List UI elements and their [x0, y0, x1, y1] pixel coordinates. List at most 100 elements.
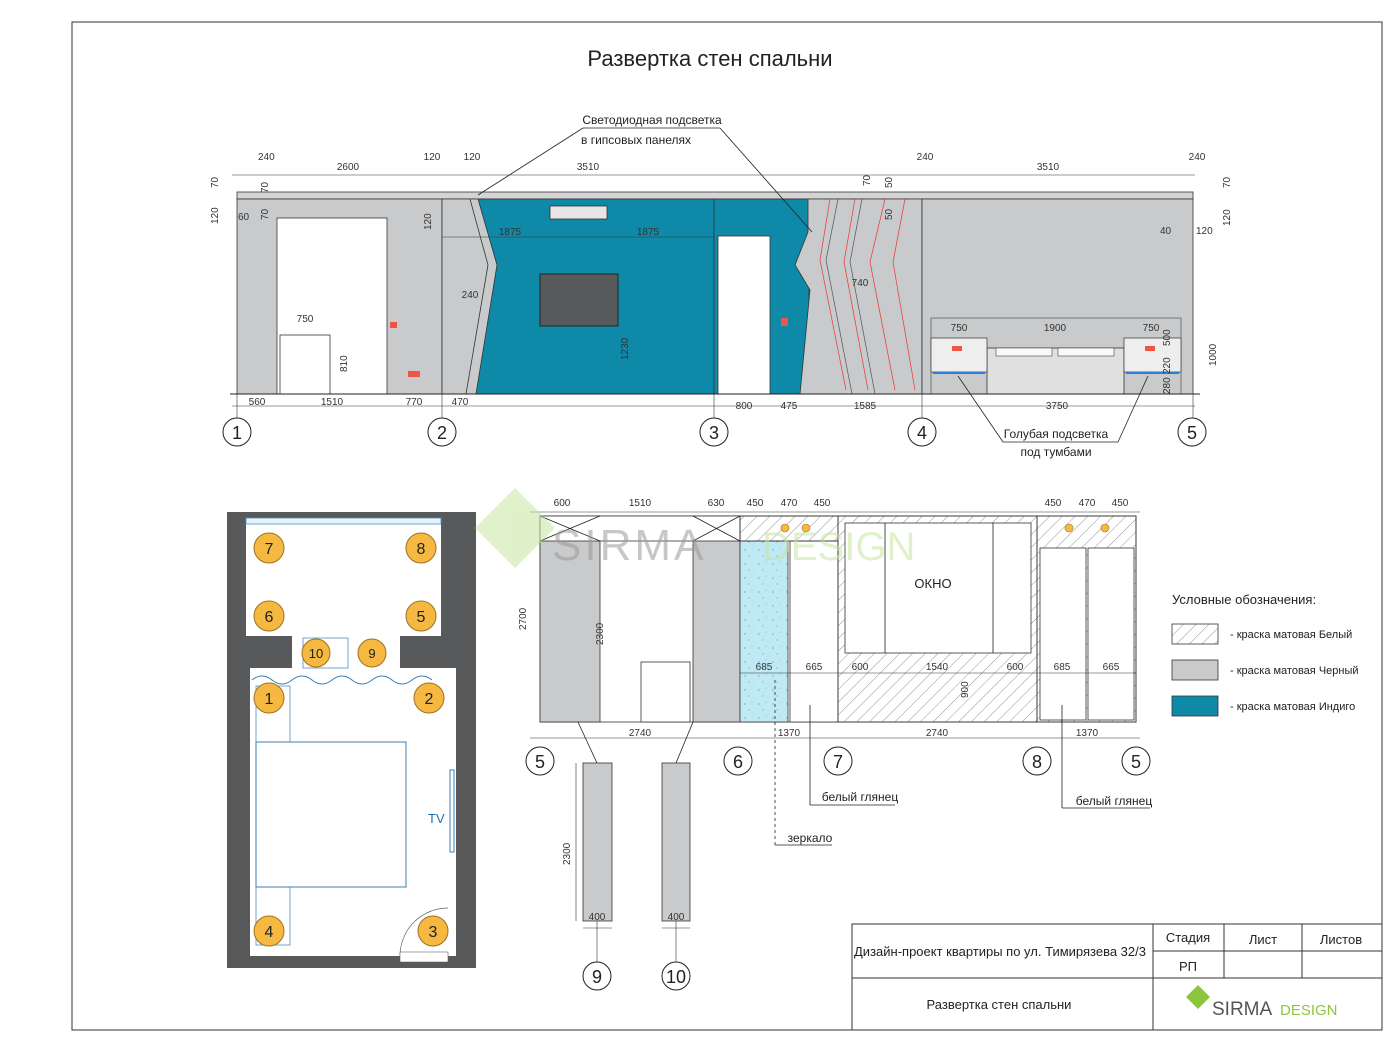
svg-text:470: 470: [452, 397, 469, 408]
svg-text:750: 750: [297, 314, 314, 325]
svg-text:1510: 1510: [629, 498, 652, 509]
socket-icon: [408, 371, 420, 377]
svg-text:9: 9: [368, 646, 375, 661]
switch-icon: [781, 318, 788, 326]
svg-text:50: 50: [884, 208, 895, 220]
svg-text:800: 800: [736, 401, 753, 412]
svg-text:8: 8: [1032, 752, 1042, 772]
svg-text:2300: 2300: [562, 842, 573, 865]
svg-text:2600: 2600: [337, 162, 360, 173]
svg-text:70: 70: [260, 181, 271, 193]
wall-segment-3-4: [794, 198, 923, 395]
svg-text:120: 120: [1222, 209, 1233, 226]
svg-text:900: 900: [960, 681, 971, 698]
svg-text:Стадия: Стадия: [1166, 930, 1210, 945]
svg-text:600: 600: [554, 498, 571, 509]
air-conditioner-icon: [549, 205, 608, 220]
svg-text:120: 120: [210, 207, 221, 224]
svg-text:2: 2: [425, 691, 434, 708]
plan-markers: 7 8 6 5 10 9 1 2 4 3: [253, 532, 449, 947]
svg-text:10: 10: [309, 646, 323, 661]
svg-text:РП: РП: [1179, 959, 1197, 974]
svg-text:ОКНО: ОКНО: [914, 576, 951, 591]
svg-text:Лист: Лист: [1249, 932, 1277, 947]
svg-text:770: 770: [406, 397, 423, 408]
svg-text:120: 120: [464, 152, 481, 163]
svg-text:зеркало: зеркало: [788, 831, 833, 845]
logo-mark: [1186, 985, 1210, 1009]
axis-markers-top: 1 2 3 4 5: [222, 394, 1207, 447]
svg-text:4: 4: [265, 924, 274, 941]
low-door: [279, 334, 331, 395]
sheet-frame: [71, 21, 1383, 1031]
socket-icon: [390, 322, 397, 328]
svg-text:2700: 2700: [518, 607, 529, 630]
svg-text:70: 70: [260, 208, 271, 220]
svg-text:220: 220: [1162, 357, 1173, 374]
svg-text:8: 8: [417, 541, 426, 558]
legend-swatch-black: [1171, 659, 1219, 681]
svg-text:70: 70: [1222, 176, 1233, 188]
svg-text:2740: 2740: [926, 728, 949, 739]
svg-text:70: 70: [862, 174, 873, 186]
plan-bed: [255, 741, 407, 888]
svg-text:5: 5: [1187, 423, 1197, 443]
svg-text:DESIGN: DESIGN: [762, 525, 915, 569]
svg-text:630: 630: [708, 498, 725, 509]
svg-text:3: 3: [709, 423, 719, 443]
svg-text:10: 10: [666, 967, 686, 987]
svg-text:450: 450: [747, 498, 764, 509]
svg-text:1900: 1900: [1044, 323, 1067, 334]
svg-text:1: 1: [265, 691, 274, 708]
svg-text:3: 3: [429, 924, 438, 941]
ceiling-strip: [236, 191, 1194, 200]
svg-text:740: 740: [852, 278, 869, 289]
svg-text:120: 120: [424, 152, 441, 163]
svg-text:1585: 1585: [854, 401, 877, 412]
legend: Условные обозначения: - краска матовая Б…: [1171, 592, 1359, 717]
svg-text:белый глянец: белый глянец: [1076, 794, 1153, 808]
svg-text:Листов: Листов: [1320, 932, 1362, 947]
svg-text:SIRMA: SIRMA: [552, 521, 706, 570]
svg-text:3510: 3510: [1037, 162, 1060, 173]
svg-text:3510: 3510: [577, 162, 600, 173]
svg-text:в гипсовых панелях: в гипсовых панелях: [581, 133, 691, 147]
svg-text:750: 750: [1143, 323, 1160, 334]
axis-markers-bottom: 5 6 7 8 5: [525, 746, 1151, 776]
svg-text:- краска матовая Черный: - краска матовая Черный: [1230, 665, 1359, 677]
title-block: Дизайн-проект квартиры по ул. Тимирязева…: [851, 923, 1383, 1031]
svg-text:280: 280: [1162, 377, 1173, 394]
page-title: Развертка стен спальни: [587, 46, 832, 71]
svg-text:400: 400: [589, 912, 606, 923]
svg-text:470: 470: [1079, 498, 1096, 509]
svg-text:1000: 1000: [1208, 343, 1219, 366]
svg-text:DESIGN: DESIGN: [1280, 1002, 1338, 1019]
svg-text:70: 70: [210, 176, 221, 188]
door-panel: [717, 235, 771, 395]
svg-text:450: 450: [1112, 498, 1129, 509]
svg-text:400: 400: [668, 912, 685, 923]
svg-text:1510: 1510: [321, 397, 344, 408]
column-details: 2300 400 400 9 10: [562, 762, 691, 991]
svg-text:Развертка стен спальни: Развертка стен спальни: [927, 997, 1072, 1012]
svg-text:1875: 1875: [499, 227, 522, 238]
svg-text:1: 1: [232, 423, 242, 443]
svg-text:1875: 1875: [637, 227, 660, 238]
svg-text:6: 6: [265, 609, 274, 626]
svg-text:9: 9: [592, 967, 602, 987]
svg-text:1540: 1540: [926, 662, 949, 673]
tv-screen: [539, 273, 619, 327]
svg-text:60: 60: [238, 212, 250, 223]
svg-text:2300: 2300: [595, 622, 606, 645]
svg-text:- краска матовая Индиго: - краска матовая Индиго: [1230, 701, 1355, 713]
plan-tv-label: TV: [428, 811, 445, 826]
watermark-logo: SIRMA DESIGN: [475, 488, 915, 570]
svg-text:475: 475: [781, 401, 798, 412]
svg-text:6: 6: [733, 752, 743, 772]
svg-text:5: 5: [535, 752, 545, 772]
svg-text:5: 5: [417, 609, 426, 626]
svg-text:4: 4: [917, 423, 927, 443]
svg-text:240: 240: [258, 152, 275, 163]
svg-text:белый глянец: белый глянец: [822, 790, 899, 804]
svg-text:240: 240: [1189, 152, 1206, 163]
